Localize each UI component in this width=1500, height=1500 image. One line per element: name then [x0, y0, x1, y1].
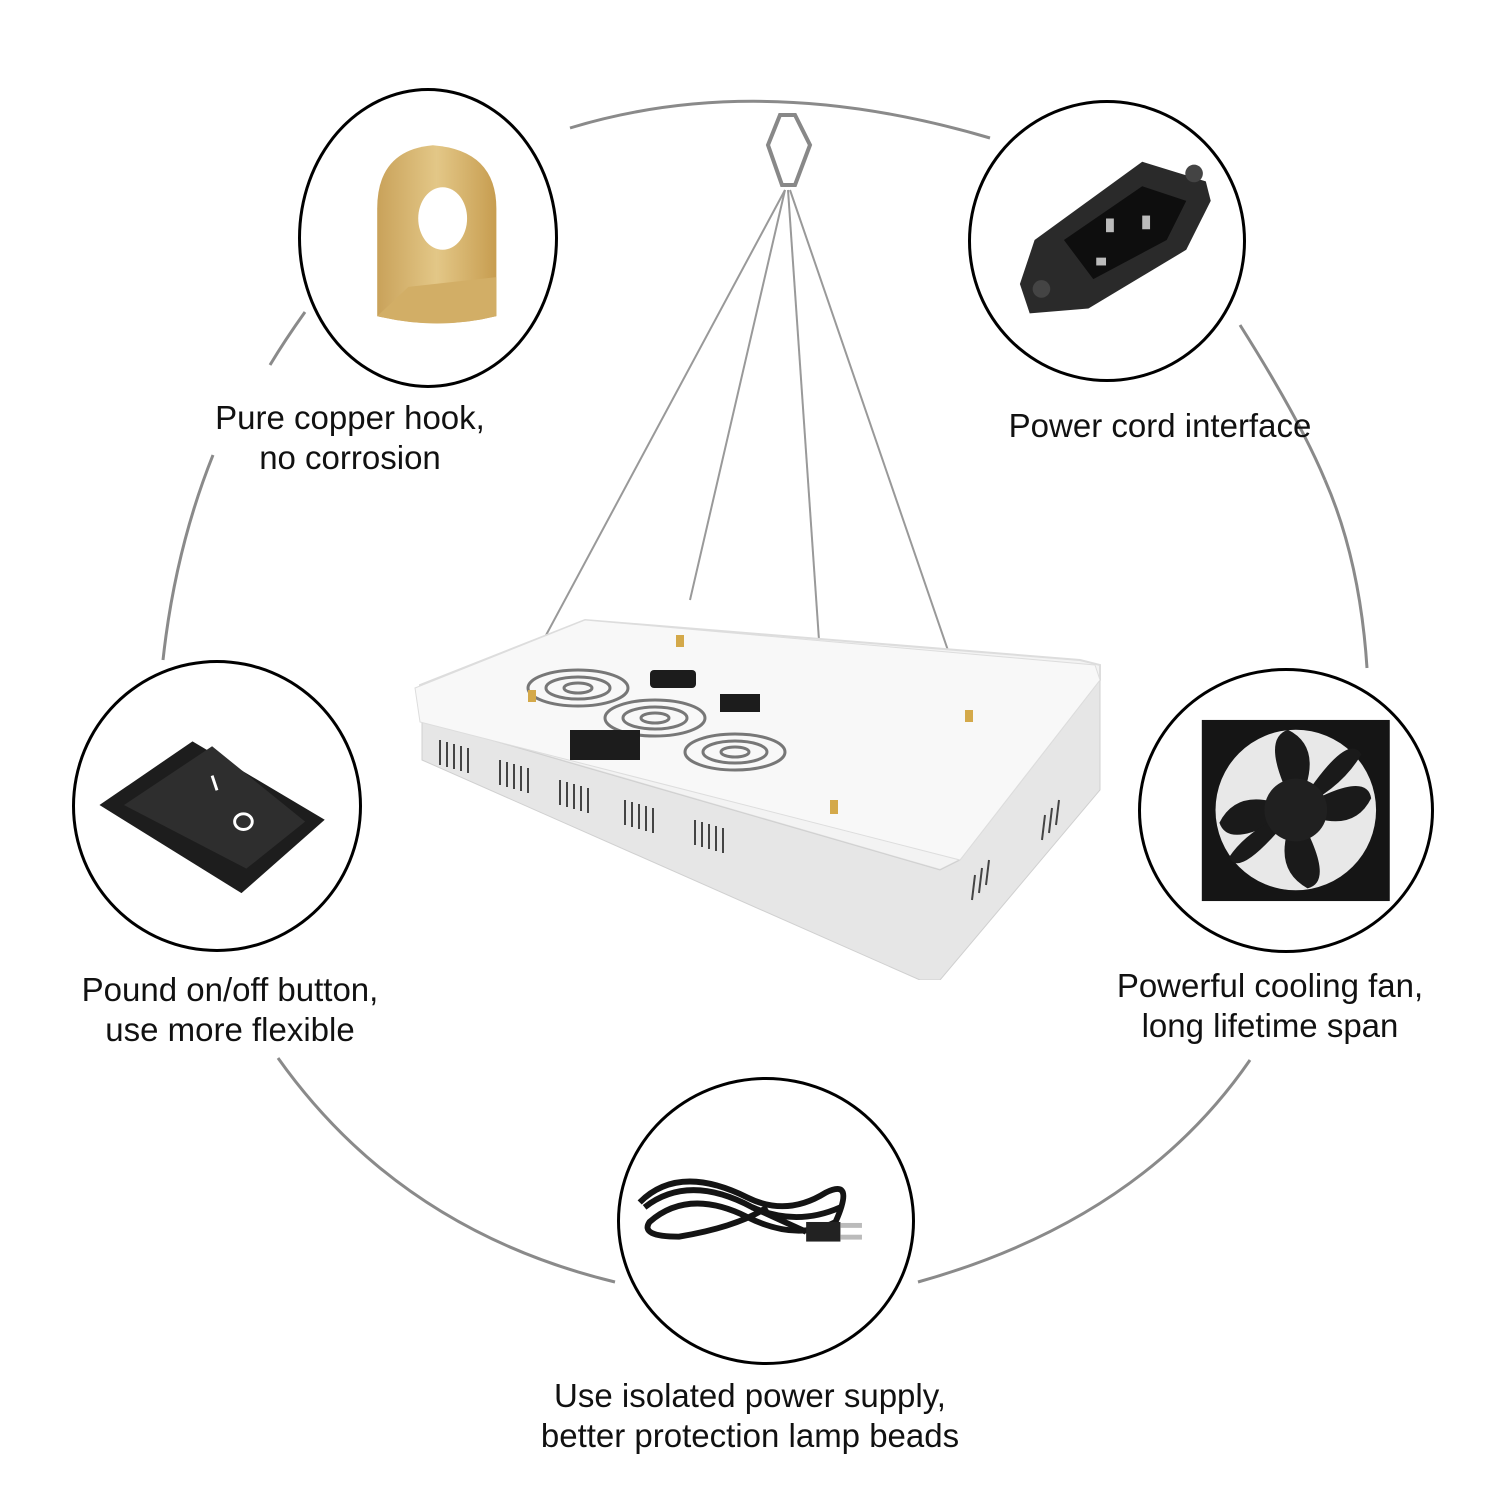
caption-power-supply: Use isolated power supply, better protec…: [480, 1376, 1020, 1456]
caption-line: Pure copper hook,: [215, 399, 485, 436]
caption-line: Pound on/off button,: [81, 971, 379, 1008]
power-inlet-icon: [1019, 161, 1211, 314]
copper-hook-icon: [377, 145, 497, 324]
caption-on-off-button: Pound on/off button, use more flexible: [30, 970, 430, 1050]
feature-bubble-copper-hook: [298, 88, 558, 388]
rocker-switch-icon: [99, 741, 325, 894]
arc-right-lower: [917, 1059, 1252, 1284]
feature-bubble-power-supply: [617, 1077, 915, 1365]
caption-copper-hook: Pure copper hook, no corrosion: [150, 398, 550, 478]
caption-cooling-fan: Powerful cooling fan, long lifetime span: [1070, 966, 1470, 1046]
caption-line: better protection lamp beads: [540, 1417, 960, 1454]
arc-left-upper: [161, 454, 215, 661]
cooling-fan-icon: [1201, 719, 1390, 902]
feature-bubble-power-cord-interface: [968, 100, 1246, 382]
grow-light-panel-icon: [414, 113, 1101, 980]
caption-line: Power cord interface: [1008, 407, 1312, 444]
arc-right-mid: [1323, 479, 1369, 669]
caption-power-cord-interface: Power cord interface: [960, 406, 1360, 446]
caption-line: use more flexible: [105, 1011, 355, 1048]
arc-left-top: [268, 311, 307, 366]
caption-line: Use isolated power supply,: [554, 1377, 946, 1414]
arc-top: [569, 99, 991, 140]
caption-line: long lifetime span: [1141, 1007, 1399, 1044]
arc-right-upper: [1238, 324, 1327, 481]
power-cord-icon: [637, 1178, 862, 1242]
caption-line: no corrosion: [259, 439, 441, 476]
caption-line: Powerful cooling fan,: [1116, 967, 1424, 1004]
feature-bubble-cooling-fan: [1138, 668, 1434, 953]
feature-bubble-on-off-button: [72, 660, 362, 952]
arc-left-lower: [276, 1057, 616, 1284]
